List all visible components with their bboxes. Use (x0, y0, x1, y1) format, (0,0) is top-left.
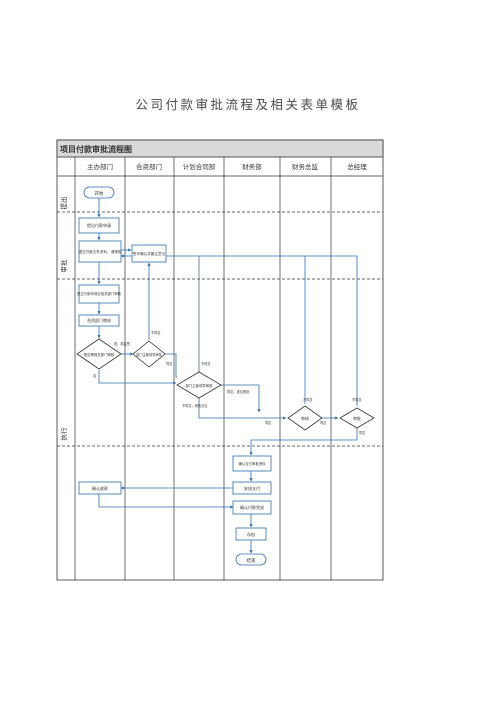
connectors (97, 198, 358, 554)
edge-label-contract-agree: 同意，递交审批 (227, 389, 250, 394)
edge-label-jv-agree: 同意 (166, 361, 172, 366)
edge-label-no: 否 (93, 374, 97, 378)
svg-text:审核: 审核 (301, 415, 309, 421)
col-header-gm: 总经理 (347, 162, 367, 171)
node-end: 结束 (235, 553, 267, 566)
svg-text:开始: 开始 (95, 190, 104, 197)
phase-propose: 提出 (59, 197, 68, 210)
edge-label-gm-agree2: 同意 (359, 430, 365, 435)
edge-label-jv-disagree: 不同意 (151, 330, 161, 335)
svg-text:确认支付审批资料: 确认支付审批资料 (238, 461, 266, 466)
svg-text:结束: 结束 (247, 557, 256, 564)
phase-approve: 审批 (59, 259, 68, 273)
decision-need-review: 是否需相关部门审核 (76, 338, 122, 370)
col-header-cfo: 财务总监 (292, 162, 319, 171)
svg-text:签字确认并备注意见: 签字确认并备注意见 (133, 251, 166, 256)
node-confirm-complete: 确认付款完成 (232, 500, 272, 515)
edge-label-contract-disagree: 不同意 (201, 361, 211, 366)
col-header-finance: 财务部 (242, 162, 262, 171)
col-header-contract: 计划合同部 (183, 162, 216, 171)
svg-text:部门主管领导审核: 部门主管领导审核 (136, 352, 162, 357)
edge-label-note: 不同意，修改意见 (182, 403, 208, 408)
svg-text:安排支付: 安排支付 (244, 485, 260, 491)
phase-execute: 执行 (59, 427, 68, 441)
edge-label-gm-disagree: 不同意 (352, 397, 362, 402)
decision-contract-leader: 部门主管领导审核 (176, 371, 222, 399)
node-confirm-docs: 确认支付审批资料 (232, 455, 272, 472)
svg-text:是否需相关部门审核: 是否需相关部门审核 (84, 352, 115, 357)
edge-label-gm-agree: 同意 (320, 420, 326, 425)
chart-title: 项目付款审批流程图 (60, 144, 132, 154)
edge-labels: 是，需会签 否 不同意 同意 不同意 同意，递交审批 不同意，修改意见 不同意 … (93, 330, 365, 435)
edge-label-cfo-agree: 同意 (265, 420, 271, 425)
node-jv-review: 合资部门审核 (78, 314, 120, 327)
node-archive: 存档 (235, 527, 267, 541)
svg-text:部门主管领导审核: 部门主管领导审核 (185, 383, 213, 388)
decision-jv-leader: 部门主管领导审核 (132, 340, 166, 368)
node-arrange-payment: 安排支付 (232, 481, 272, 495)
svg-text:存档: 存档 (247, 531, 255, 537)
node-start: 开始 (83, 186, 115, 199)
column-dividers (124, 157, 332, 580)
chart-title-bar (56, 139, 384, 158)
svg-text:提交付款申请至相关部门审核: 提交付款申请至相关部门审核 (77, 291, 122, 296)
svg-text:合资部门审核: 合资部门审核 (87, 317, 111, 323)
svg-text:确认付款完成: 确认付款完成 (240, 504, 264, 510)
edge-label-cfo-disagree: 不同意 (303, 397, 313, 402)
node-confirm-receipt: 确认收款 (78, 481, 122, 495)
svg-text:提出付款申请: 提出付款申请 (87, 222, 111, 228)
edge-label-yes-cosign: 是，需会签 (114, 341, 131, 346)
svg-text:提交付款文件资料，请审批: 提交付款文件资料，请审批 (78, 249, 122, 254)
node-sign-confirm: 签字确认并备注意见 (131, 244, 167, 263)
svg-text:审批: 审批 (353, 415, 361, 421)
node-submit-to-departments: 提交付款申请至相关部门审核 (77, 284, 122, 304)
decision-cfo-review: 审核 (287, 405, 323, 431)
svg-text:确认收款: 确认收款 (92, 485, 108, 491)
column-headers: 主办部门 合资部门 计划合同部 财务部 财务总监 总经理 (87, 162, 367, 171)
col-header-jv: 合资部门 (136, 162, 162, 171)
node-submit-request: 提出付款申请 (78, 217, 120, 234)
node-submit-documents: 提交付款文件资料，请审批 (78, 240, 122, 263)
phase-labels: 提出 审批 执行 (59, 197, 68, 441)
decision-gm-approve: 审批 (339, 407, 375, 429)
document-title: 公司付款审批流程及相关表单模板 (135, 97, 361, 112)
col-header-sponsor: 主办部门 (87, 162, 113, 171)
